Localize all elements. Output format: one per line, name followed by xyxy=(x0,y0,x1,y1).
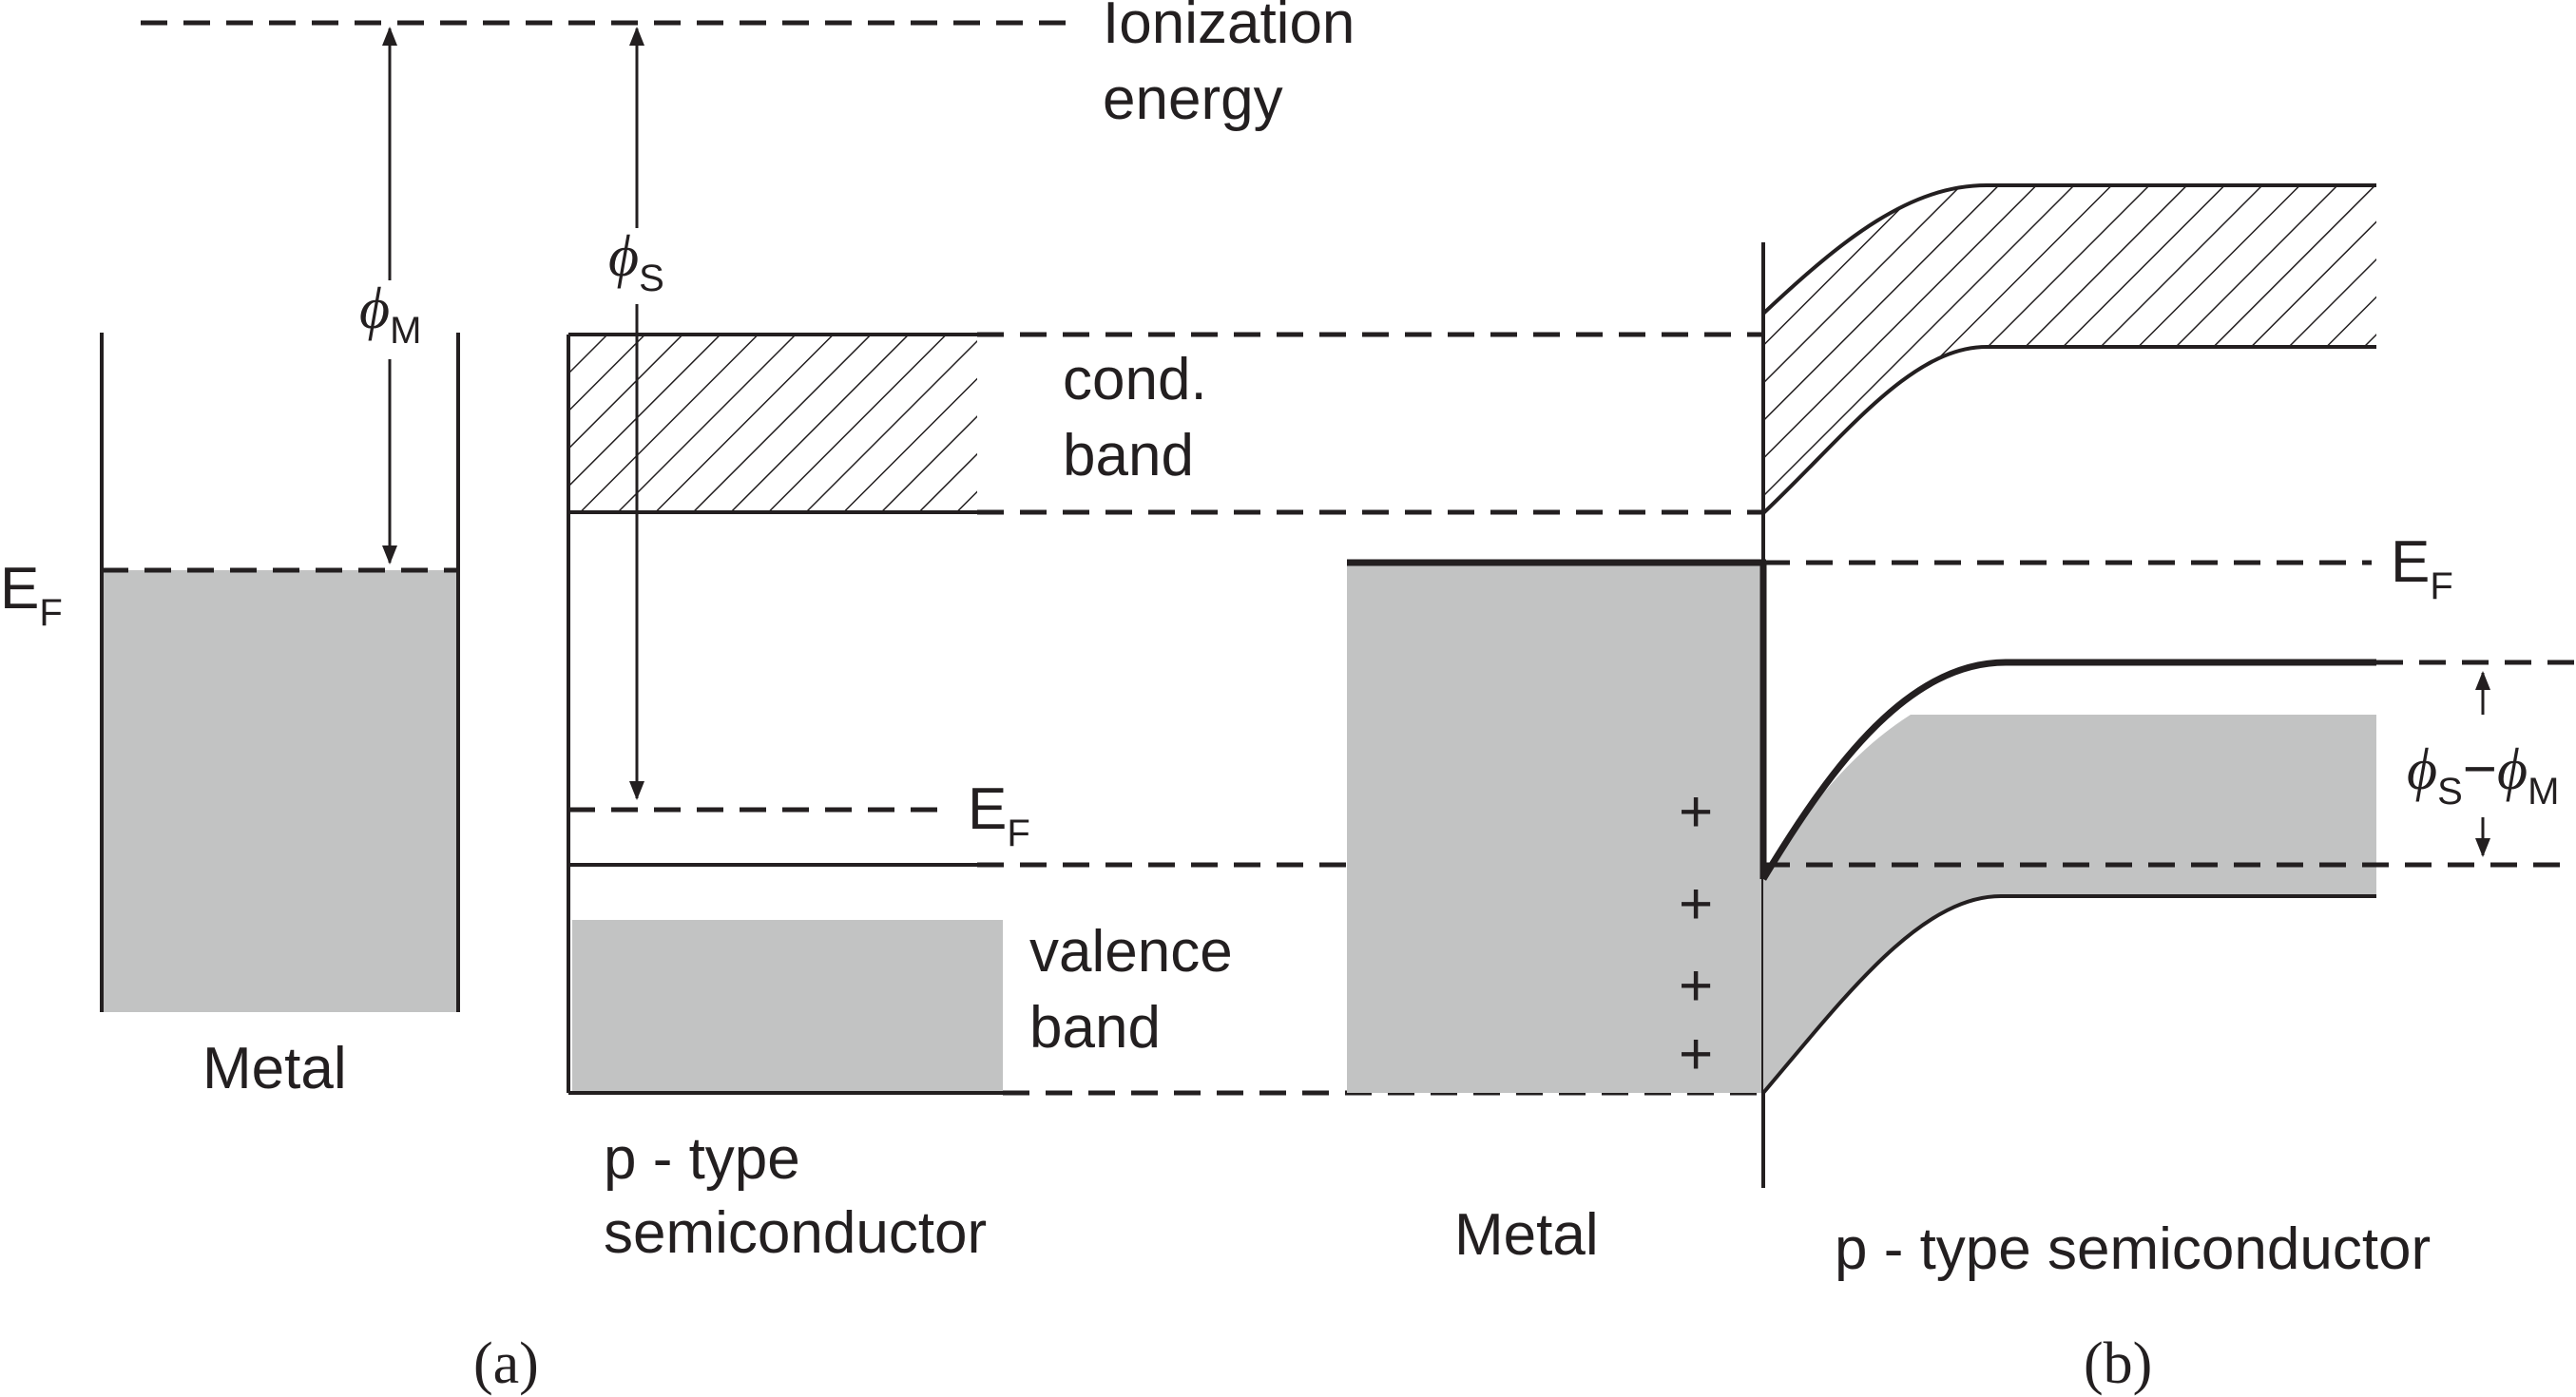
bent-valence-band xyxy=(1763,715,2376,1093)
fermi-label-b: EF xyxy=(2391,529,2453,607)
ionization-label-line2: energy xyxy=(1103,67,1283,132)
bent-conduction-band xyxy=(1763,185,2376,513)
valence-band-label-line1: valence xyxy=(1029,919,1233,985)
cond-band-label-line2: band xyxy=(1063,423,1194,488)
space-charge-plus-2: + xyxy=(1679,871,1713,937)
space-charge-plus-4: + xyxy=(1679,1022,1713,1087)
caption-b: (b) xyxy=(2084,1331,2152,1396)
cond-band-label-line1: cond. xyxy=(1063,347,1207,412)
valence-band-label-line2: band xyxy=(1029,995,1161,1061)
semiconductor-fermi-label: EF xyxy=(968,776,1030,854)
panel-b: Metal + + + + EF ϕS−ϕM p - type semicond… xyxy=(977,183,2576,1396)
metal-filled-states xyxy=(102,570,458,1012)
ptype-label-a-line1: p - type xyxy=(604,1126,800,1192)
ptype-label-b: p - type semiconductor xyxy=(1835,1216,2431,1282)
phi-m-label: ϕM xyxy=(359,277,421,352)
ionization-label-line1: Ionization xyxy=(1103,0,1355,56)
caption-a: (a) xyxy=(473,1331,539,1396)
metal-filled-states-b xyxy=(1347,563,1763,1093)
metal-label-b: Metal xyxy=(1454,1202,1599,1268)
metal-label-a: Metal xyxy=(202,1036,347,1101)
ptype-label-a-line2: semiconductor xyxy=(604,1200,987,1266)
space-charge-plus-3: + xyxy=(1679,953,1713,1019)
bent-valence-band-top-edge xyxy=(1759,659,2376,881)
panel-a: Ionization energy EF Metal ϕM ϕS cond. b… xyxy=(0,0,1355,1396)
semiconductor-valence-band xyxy=(572,920,1003,1093)
space-charge-plus-1: + xyxy=(1679,779,1713,845)
bent-valence-band-bottom-edge xyxy=(1761,894,2376,1095)
phi-s-label: ϕS xyxy=(608,224,664,299)
bent-cond-band-top-edge xyxy=(1761,183,2376,316)
semiconductor-conduction-band xyxy=(568,335,977,512)
bent-cond-band-bottom-edge xyxy=(1761,345,2376,515)
barrier-label: ϕS−ϕM xyxy=(2407,737,2559,813)
metal-fermi-label: EF xyxy=(0,556,63,634)
